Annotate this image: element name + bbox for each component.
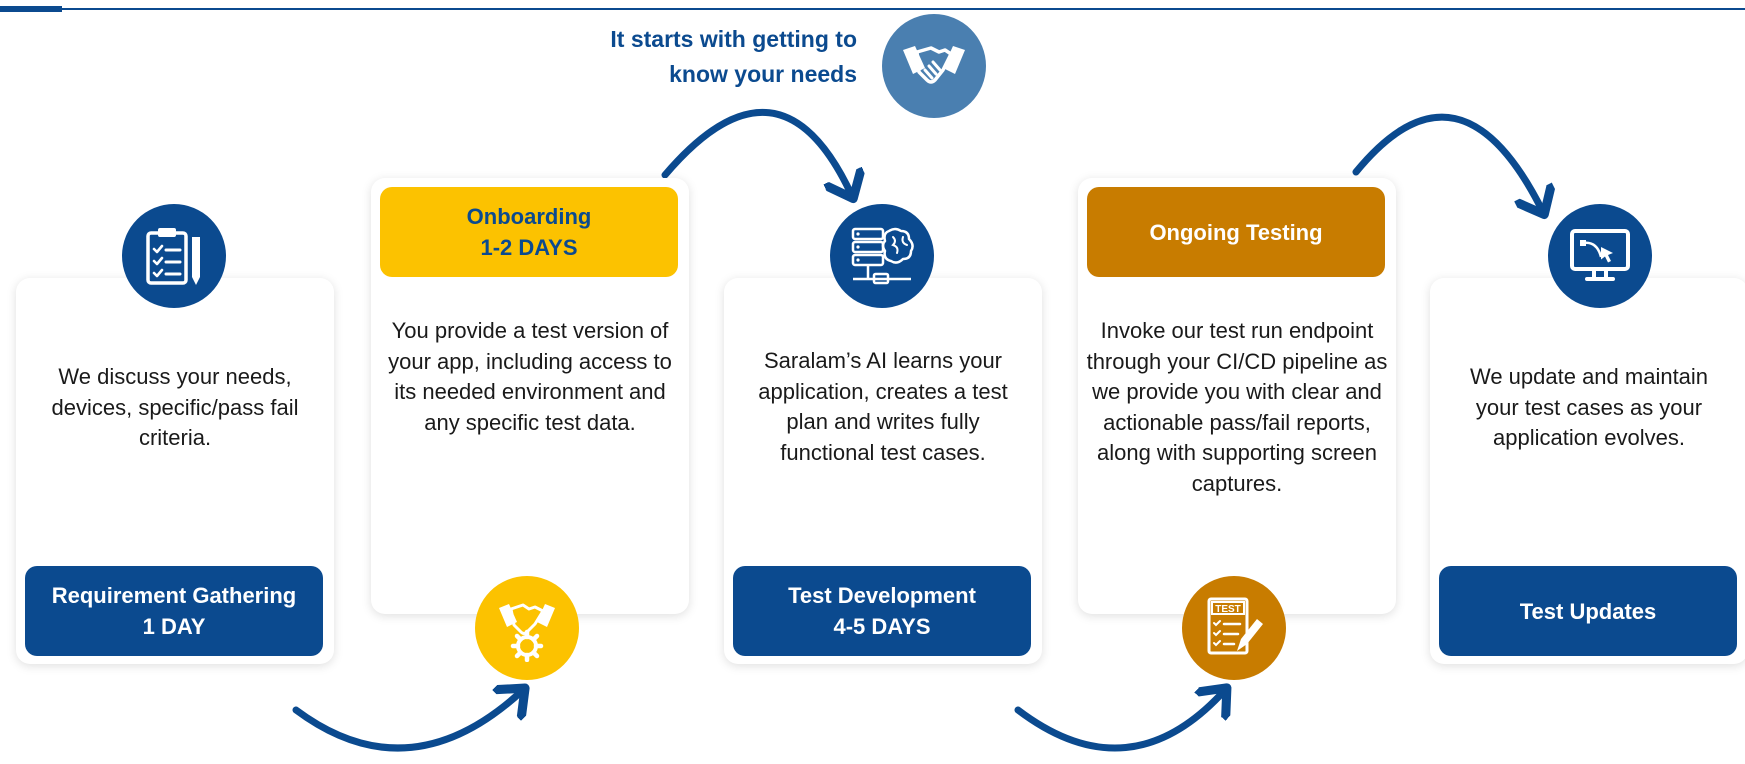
step-title: Ongoing Testing — [1149, 219, 1323, 245]
arrow-step4-to-step5 — [1352, 113, 1543, 212]
step-duration: 4-5 DAYS — [833, 614, 931, 639]
step-card-requirement-gathering: We discuss your needs, devices, specific… — [16, 278, 334, 664]
step-card-test-development: Saralam’s AI learns your application, cr… — [724, 278, 1042, 664]
step-title-badge: Requirement Gathering 1 DAY — [25, 566, 323, 656]
step-description: You provide a test version of your app, … — [388, 318, 672, 435]
handshake-gear-icon — [475, 576, 579, 680]
step-title: Test Development — [788, 583, 976, 608]
ai-server-brain-icon — [830, 204, 934, 308]
step-description: We discuss your needs, devices, specific… — [51, 364, 299, 450]
step-description: Invoke our test run endpoint through you… — [1086, 318, 1388, 496]
header-rule — [0, 8, 1745, 10]
step-duration: 1-2 DAYS — [480, 235, 578, 260]
step-title-badge: Onboarding 1-2 DAYS — [380, 187, 678, 277]
step-card-test-updates: We update and maintain your test cases a… — [1430, 278, 1745, 664]
step-title: Onboarding — [466, 204, 592, 229]
step-description: We update and maintain your test cases a… — [1469, 364, 1709, 450]
step-card-ongoing-testing: Ongoing Testing Invoke our test run endp… — [1078, 178, 1396, 614]
step-description: Saralam’s AI learns your application, cr… — [758, 348, 1008, 465]
step-title: Requirement Gathering — [51, 583, 297, 608]
intro-line-1: It starts with getting to — [610, 26, 857, 52]
svg-text:TEST: TEST — [1215, 604, 1241, 615]
handshake-icon — [882, 14, 986, 118]
intro-line-2: know your needs — [669, 61, 857, 87]
monitor-cursor-icon — [1548, 204, 1652, 308]
intro-heading: It starts with getting to know your need… — [500, 22, 857, 92]
test-report-pencil-icon: TEST — [1182, 576, 1286, 680]
step-duration: 1 DAY — [142, 614, 206, 639]
step-title-badge: Ongoing Testing — [1087, 187, 1385, 277]
step-title-badge: Test Updates — [1439, 566, 1737, 656]
step-card-onboarding: Onboarding 1-2 DAYS You provide a test v… — [371, 178, 689, 614]
arrow-step2-to-step3 — [661, 108, 852, 196]
checklist-clipboard-icon — [122, 204, 226, 308]
arrow-step3-to-step4 — [1014, 690, 1225, 752]
step-title: Test Updates — [1519, 598, 1657, 624]
step-title-badge: Test Development 4-5 DAYS — [733, 566, 1031, 656]
arrow-step1-to-step2 — [292, 690, 523, 752]
